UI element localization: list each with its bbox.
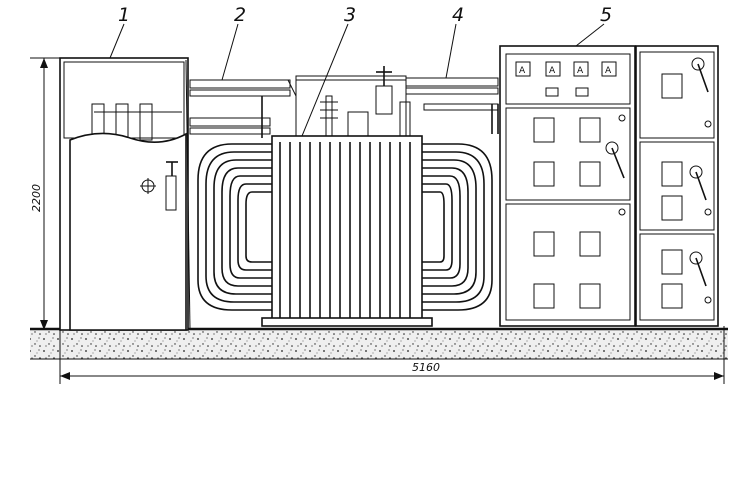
callout-4: 4 [452,4,464,26]
power-transformer [197,66,493,327]
ammeters: A A A A [515,61,617,77]
callout-2: 2 [234,4,246,26]
lv-switchgear: A A A A [499,45,719,327]
callouts: 1 2 3 4 5 [109,4,612,137]
breaker-handles [605,57,709,287]
ammeter-label: A [549,66,556,76]
ammeter-label: A [605,66,612,76]
callout-3: 3 [344,4,356,26]
breaker-grilles [533,73,683,309]
callout-5: 5 [600,4,612,26]
hv-input-cabinet [59,57,191,331]
ammeter-label: A [577,66,584,76]
callout-1: 1 [118,4,130,26]
length-dimension: 5160 [59,326,725,384]
radiator-tubes-left [197,143,272,311]
ground-strip [30,327,728,360]
lv-busbar-duct [405,77,499,134]
height-dimension: 2200 [30,57,60,330]
length-dimension-label: 5160 [412,361,440,374]
height-dimension-label: 2200 [30,184,43,212]
radiator-tubes-right [422,143,493,311]
hv-busbar-duct [189,79,297,138]
ammeter-label: A [519,66,526,76]
cooling-fins [279,142,411,318]
